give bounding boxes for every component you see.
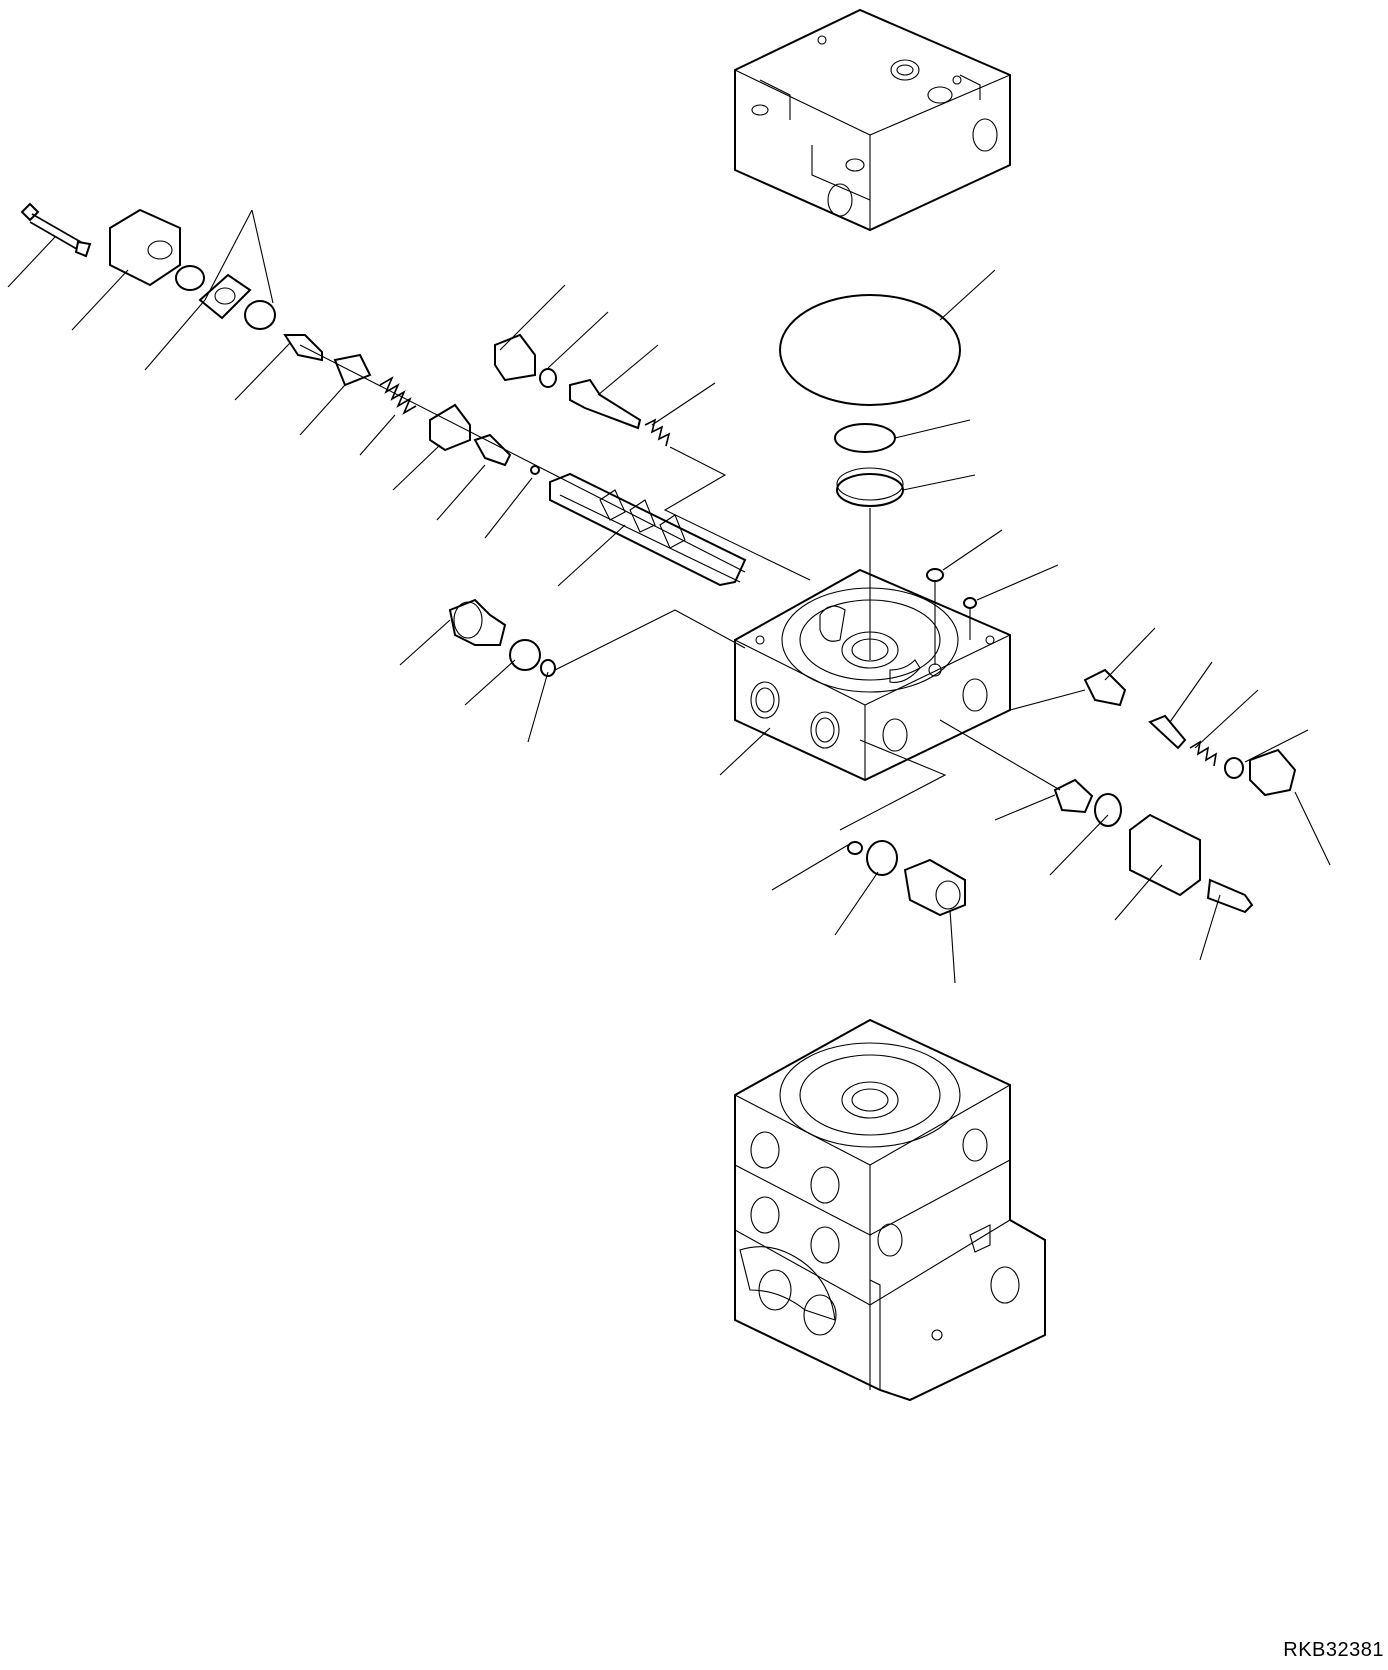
assembled-valve-block: [734, 1018, 1046, 1402]
tiny-o-ring-a: [926, 568, 944, 582]
large-o-ring: [779, 294, 961, 406]
bottom-plug-assembly: [839, 739, 966, 917]
left-spool-assembly: [20, 202, 747, 587]
drawing-code: RKB32381: [1283, 1639, 1384, 1661]
callout-leader-lines: [7, 209, 1331, 984]
small-o-ring: [834, 423, 896, 453]
right-spool-assembly: [939, 668, 1297, 914]
upper-small-spool: [494, 333, 811, 581]
upper-valve-block: [734, 8, 1011, 232]
seal-ring: [836, 467, 904, 507]
tiny-o-ring-b: [963, 597, 977, 609]
left-lower-plug: [448, 598, 746, 677]
